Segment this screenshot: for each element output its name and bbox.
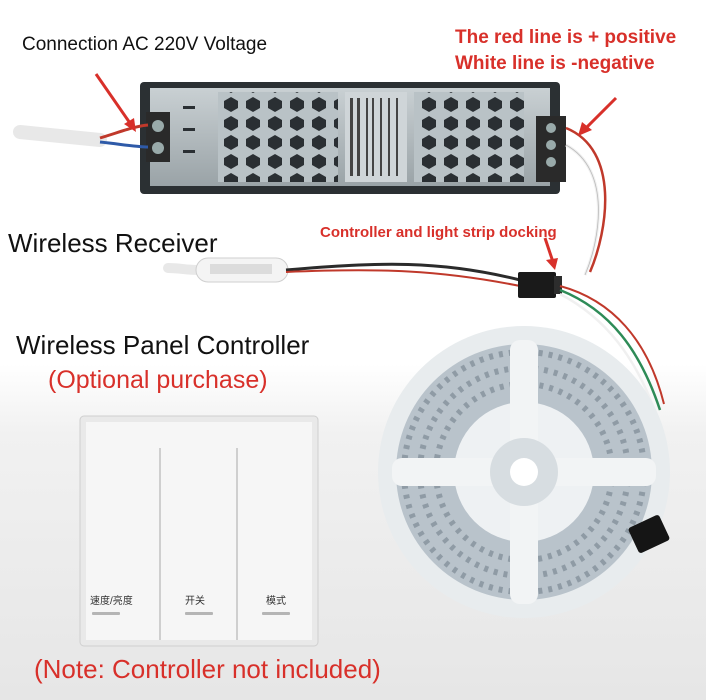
ac-power-cable: [13, 123, 149, 149]
output-wires: [565, 126, 607, 276]
ac-terminal-block: [146, 112, 170, 162]
annotation-arrows: [94, 73, 618, 270]
panel-key-mode: 模式: [266, 596, 286, 607]
panel-key-power: 开关: [185, 596, 205, 607]
docking-connector: [518, 272, 562, 298]
optional-purchase-label: (Optional purchase): [48, 366, 268, 394]
wireless-panel-label: Wireless Panel Controller: [16, 330, 310, 360]
wireless-receiver-device: [163, 257, 521, 287]
strip-lead-wires: [559, 285, 665, 415]
panel-key-speed-brightness: 速度/亮度: [90, 596, 133, 607]
terminal-letters: [183, 106, 195, 153]
white-line-label: White line is -negative: [455, 53, 655, 74]
wall-panel-controller: [79, 415, 319, 647]
note-label: (Note: Controller not included): [34, 654, 381, 684]
dc-terminal-block: [536, 116, 566, 182]
red-line-label: The red line is + positive: [455, 27, 677, 48]
power-supply-unit: [140, 82, 560, 194]
controller-docking-label: Controller and light strip docking: [320, 224, 557, 241]
wireless-receiver-label: Wireless Receiver: [8, 228, 218, 258]
led-strip-reel: [378, 326, 670, 618]
connection-voltage-label: Connection AC 220V Voltage: [22, 34, 268, 55]
supply-label-lines: [350, 98, 398, 176]
